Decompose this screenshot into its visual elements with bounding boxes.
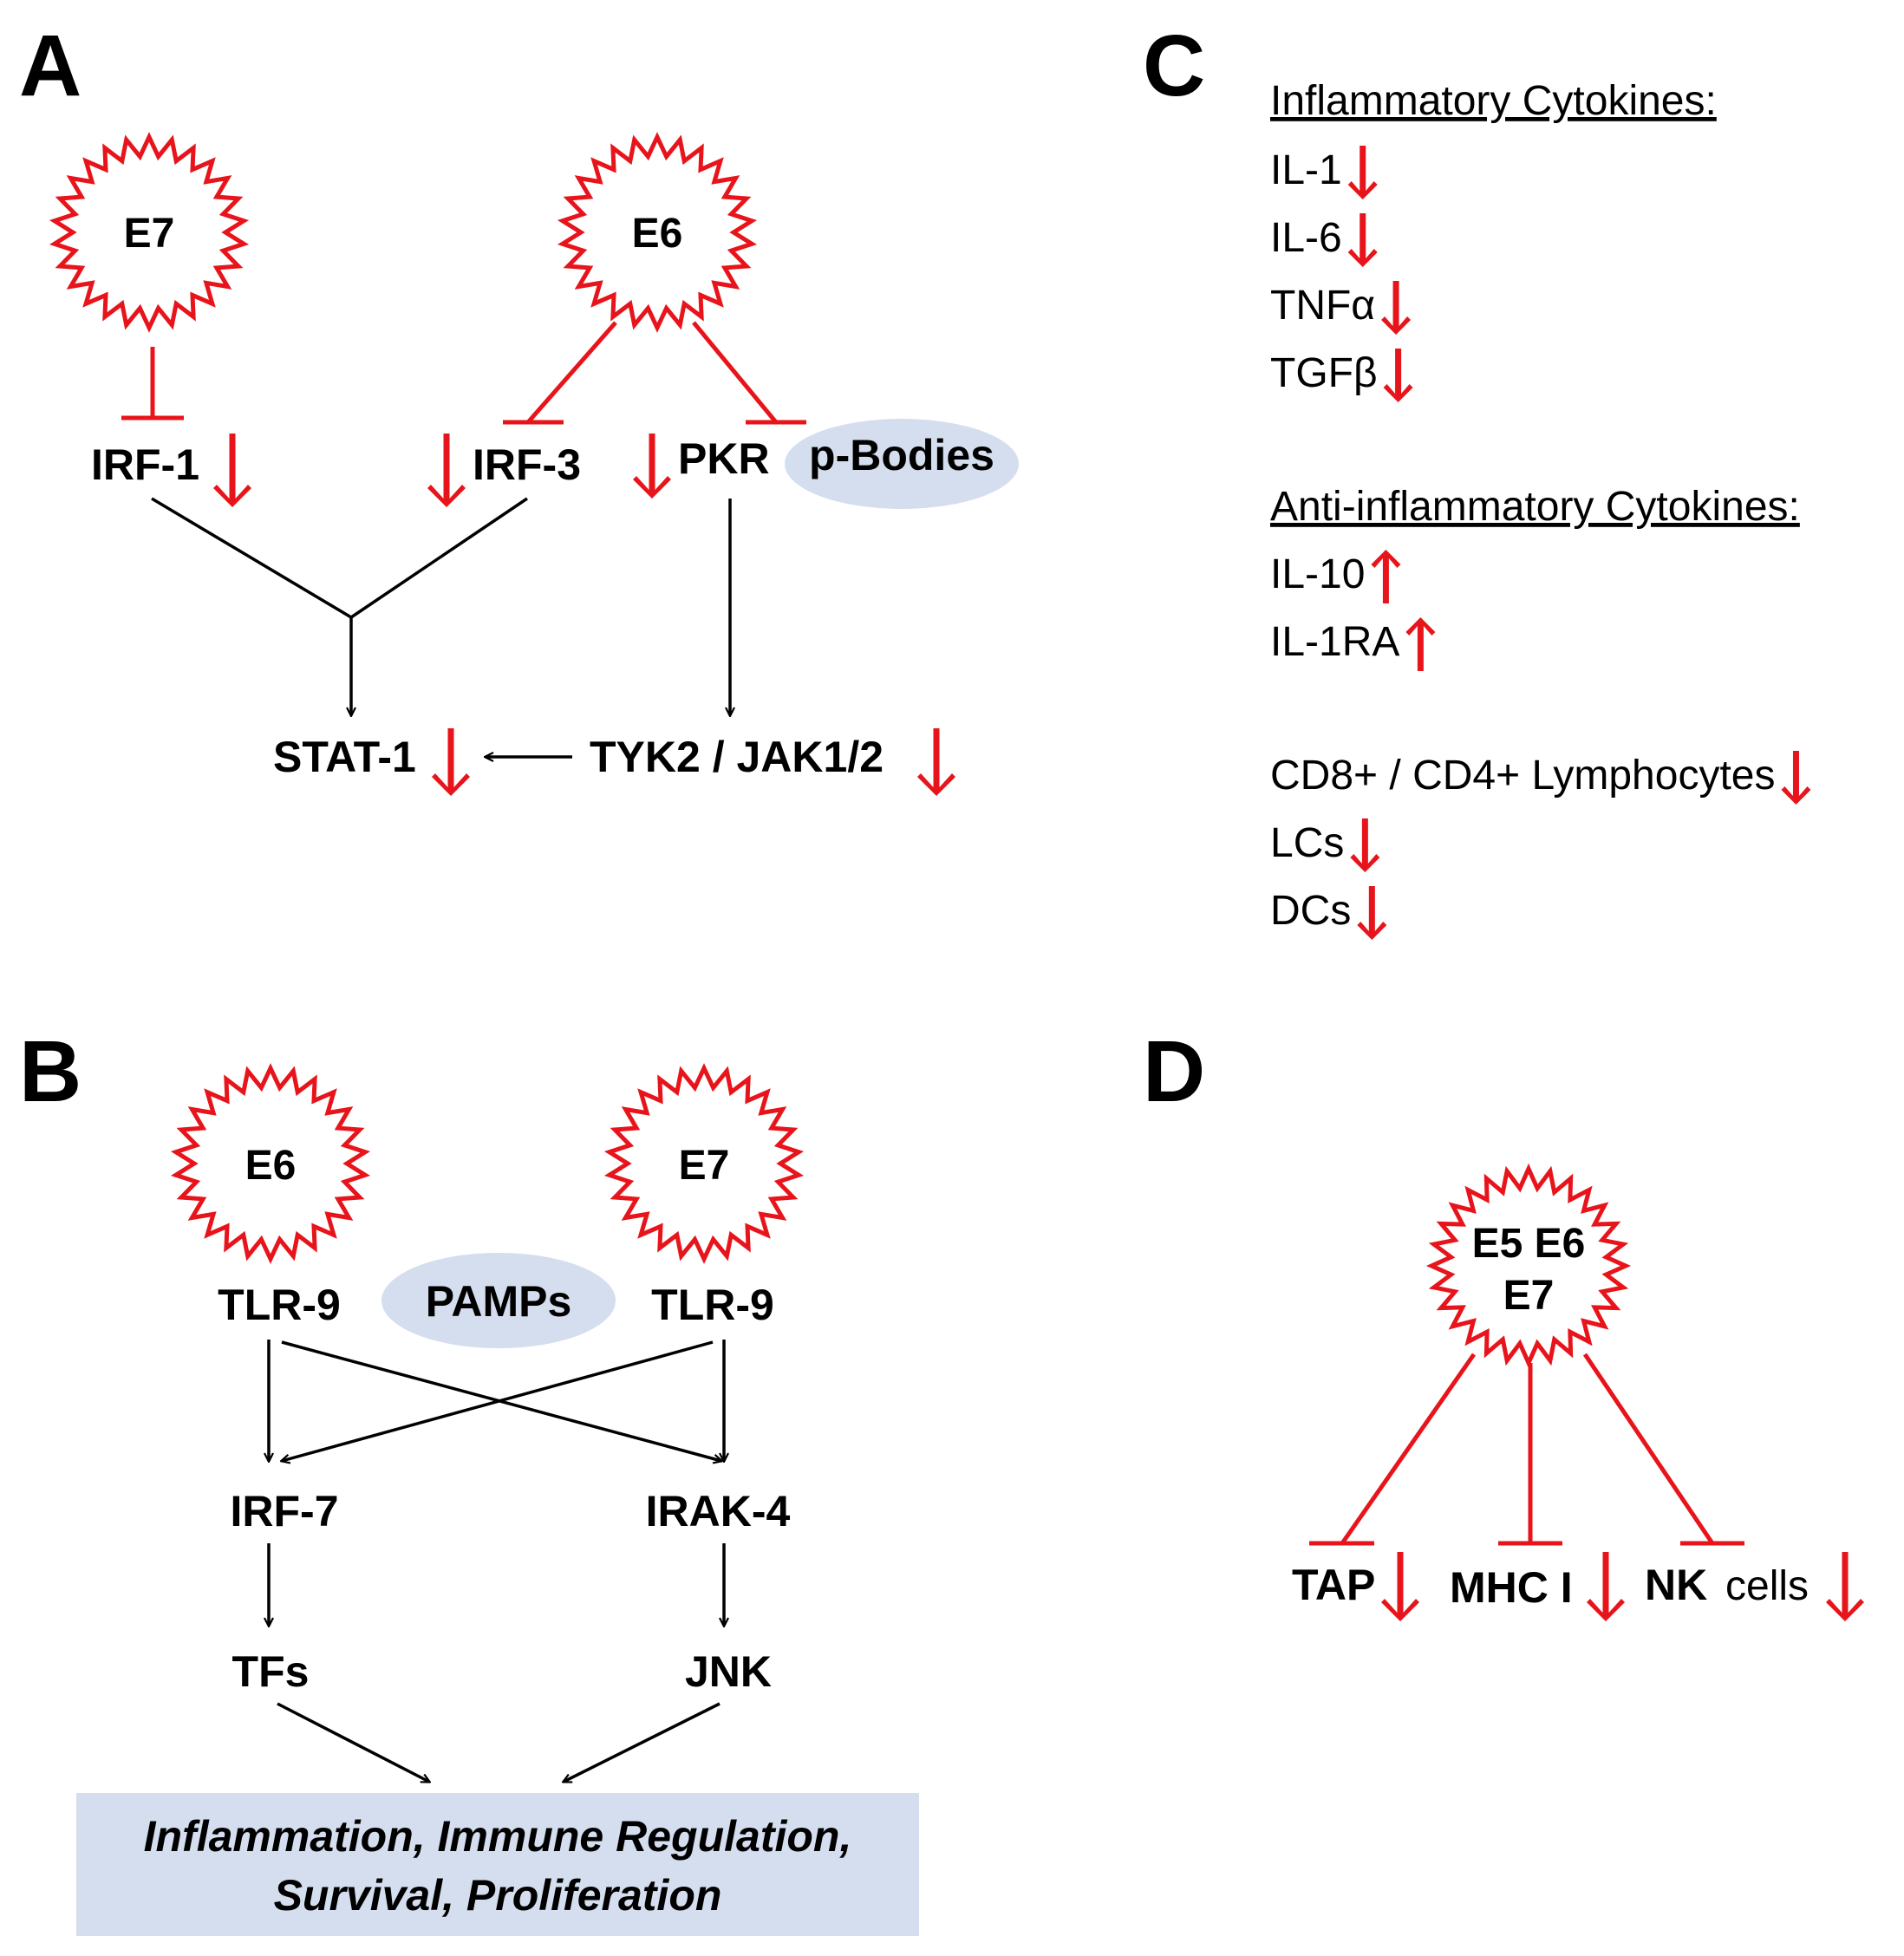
irf3-to-junction-line bbox=[350, 497, 528, 619]
irak4-label: IRAK-4 bbox=[646, 1487, 791, 1535]
inhibits-tap-line bbox=[1340, 1353, 1477, 1545]
b-e7-label: E7 bbox=[679, 1143, 730, 1189]
red-down-arrow-icon bbox=[1350, 818, 1380, 872]
b-e6-starburst-icon bbox=[170, 1063, 371, 1264]
b-e6-label: E6 bbox=[245, 1143, 297, 1189]
panel-b: E6 E7 TLR-9 PAMPs TLR-9 IRF-7 IRAK-4 TFs… bbox=[76, 1063, 919, 1936]
panel-label-d: D bbox=[1143, 1023, 1205, 1120]
e7-starburst-icon bbox=[49, 132, 250, 333]
mhc-label: MHC I bbox=[1450, 1563, 1573, 1612]
irf1-to-junction-line bbox=[151, 497, 352, 619]
e6-inhibits-pkr-line bbox=[692, 321, 778, 424]
immune-cell-item: DCs bbox=[1270, 888, 1351, 934]
e6-label: E6 bbox=[632, 211, 683, 257]
tfs-to-outcome-arrow bbox=[277, 1702, 429, 1782]
inhibits-nk-line bbox=[1582, 1353, 1715, 1545]
irf1-label: IRF-1 bbox=[91, 440, 199, 489]
b-e7-starburst-icon bbox=[603, 1063, 805, 1264]
p-bodies-ellipse bbox=[785, 419, 1019, 509]
panel-d: E5 E6 E7 TAP MHC I NK cells bbox=[1292, 1163, 1864, 1621]
pkr-label: PKR bbox=[678, 434, 770, 483]
tlr9-right-to-irf7-arrow bbox=[282, 1340, 714, 1461]
tap-down-arrow-icon bbox=[1381, 1552, 1419, 1621]
e6-inhibits-irf3-line bbox=[526, 321, 617, 424]
tyk2-jak-down-arrow-icon bbox=[917, 728, 955, 796]
panel-label-c: C bbox=[1143, 17, 1205, 114]
red-down-arrow-icon bbox=[1383, 349, 1413, 402]
pkr-down-arrow-icon bbox=[633, 434, 671, 499]
stat1-label: STAT-1 bbox=[273, 733, 416, 781]
red-down-arrow-icon bbox=[1357, 886, 1387, 940]
tap-label: TAP bbox=[1292, 1561, 1375, 1609]
e6-starburst-icon bbox=[557, 132, 758, 333]
immune-cell-item: LCs bbox=[1270, 820, 1344, 866]
p-bodies-label: p-Bodies bbox=[809, 431, 994, 479]
red-down-arrow-icon bbox=[1781, 751, 1811, 805]
red-up-arrow-icon bbox=[1371, 550, 1401, 603]
tlr9-left-label: TLR-9 bbox=[218, 1281, 341, 1329]
anti-inflammatory-item: IL-1RA bbox=[1270, 619, 1399, 665]
irf3-down-arrow-icon bbox=[427, 434, 466, 507]
cells-label: cells bbox=[1725, 1563, 1809, 1609]
d-star-line-1: E5 E6 bbox=[1472, 1221, 1586, 1267]
inflammatory-item: IL-6 bbox=[1270, 215, 1342, 261]
panel-label-b: B bbox=[19, 1023, 82, 1120]
jnk-to-outcome-arrow bbox=[564, 1702, 721, 1783]
tlr9-right-label: TLR-9 bbox=[651, 1281, 774, 1329]
inflammatory-item: TGFβ bbox=[1270, 350, 1378, 396]
d-star-line-2: E7 bbox=[1503, 1273, 1555, 1319]
inflammatory-item: TNFα bbox=[1270, 283, 1375, 329]
mhc-down-arrow-icon bbox=[1587, 1552, 1625, 1621]
tyk2-jak-label: TYK2 / JAK1/2 bbox=[590, 733, 884, 781]
irf1-down-arrow-icon bbox=[213, 434, 251, 507]
e7-label: E7 bbox=[124, 211, 175, 257]
anti-inflammatory-heading: Anti-inflammatory Cytokines: bbox=[1270, 484, 1800, 530]
outcome-line-1: Inflammation, Immune Regulation, bbox=[144, 1812, 852, 1861]
red-down-arrow-icon bbox=[1347, 146, 1378, 199]
nk-down-arrow-icon bbox=[1826, 1552, 1864, 1621]
inflammatory-heading: Inflammatory Cytokines: bbox=[1270, 78, 1717, 124]
irf7-label: IRF-7 bbox=[231, 1487, 339, 1535]
irf3-label: IRF-3 bbox=[473, 440, 581, 489]
panel-c: Inflammatory Cytokines: IL-1IL-6TNFαTGFβ… bbox=[1270, 78, 1811, 940]
inflammatory-item: IL-1 bbox=[1270, 147, 1342, 193]
panel-label-a: A bbox=[19, 17, 82, 114]
stat1-down-arrow-icon bbox=[432, 728, 470, 796]
pamps-label: PAMPs bbox=[426, 1277, 572, 1326]
pamps-ellipse bbox=[381, 1253, 616, 1348]
anti-inflammatory-item: IL-10 bbox=[1270, 551, 1365, 597]
red-up-arrow-icon bbox=[1405, 617, 1436, 671]
jnk-label: JNK bbox=[685, 1647, 772, 1696]
immune-cell-item: CD8+ / CD4+ Lymphocytes bbox=[1270, 753, 1775, 799]
outcome-box bbox=[76, 1793, 919, 1936]
nk-label: NK bbox=[1645, 1561, 1707, 1609]
tfs-label: TFs bbox=[232, 1647, 310, 1696]
red-down-arrow-icon bbox=[1347, 213, 1378, 267]
panel-a: E7 E6 IRF-1 IRF-3 PKR p-Bodies STAT-1 TY… bbox=[49, 132, 1019, 796]
red-down-arrow-icon bbox=[1381, 281, 1412, 335]
outcome-line-2: Survival, Proliferation bbox=[274, 1871, 722, 1920]
